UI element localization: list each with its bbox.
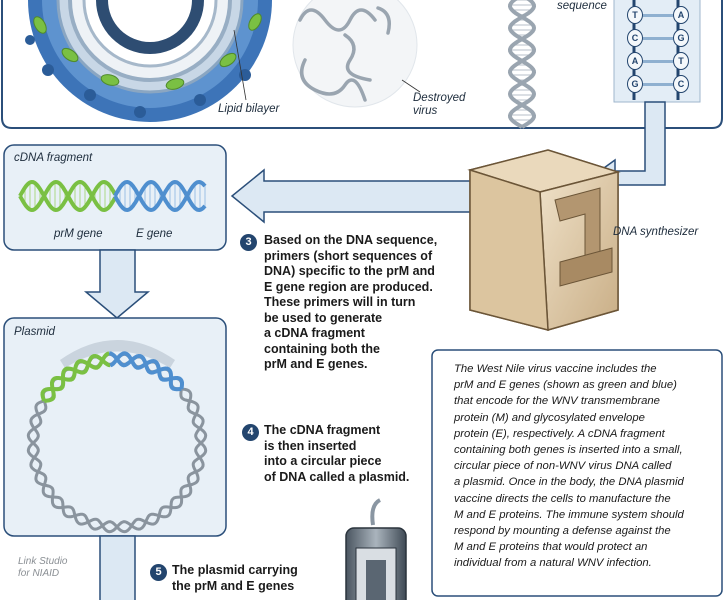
dna-synthesizer-label: DNA synthesizer [613,226,699,238]
cdna-helix [18,179,207,213]
destroyed-virus [292,0,418,108]
prm-gene-segment [18,179,117,213]
e-gene-segment [113,179,207,213]
plasmid-e-insert [109,351,184,390]
dna-synthesizer [467,149,621,331]
viral-rna-helix [507,0,537,129]
step-4-badge: 4 [242,424,259,441]
cdna-fragment-label: cDNA fragment [14,152,93,164]
sequence-base-left: A [627,52,643,70]
cdna-to-plasmid-arrow [83,249,151,319]
helix-strand [18,179,117,213]
vaccine-description: The West Nile virus vaccine includes the… [454,363,684,570]
virus-particle [25,0,272,122]
lipid-bilayer-leader [233,29,247,101]
step-3-text: Based on the DNA sequence, primers (shor… [264,233,438,371]
sequence-base-right: C [673,75,689,93]
sequence-base-right: G [673,29,689,47]
helix-strand [113,179,207,213]
e-gene-label: E gene [136,228,173,240]
helix-strand [113,179,207,213]
sequence-base-left: C [627,29,643,47]
step-4-text: The cDNA fragment is then inserted into … [264,423,410,484]
sequence-bond [643,37,673,40]
step-5-text: The plasmid carrying the prM and E genes [172,563,298,593]
prm-gene-label: prM gene [54,228,103,240]
step-3-badge: 3 [240,234,257,251]
plasmid-down-arrow [99,535,136,600]
helix-strand [507,0,537,129]
synth-to-cdna-arrow [230,168,479,224]
destroyed-virus-leader [401,79,421,93]
sequence-base-right: A [673,6,689,24]
destroyed-virus-label: Destroyed virus [413,92,466,117]
sequence-base-left: G [627,75,643,93]
plasmid-prm-insert [40,353,111,402]
sequence-base-right: T [673,52,689,70]
step-5-badge: 5 [150,564,167,581]
plasmid-label: Plasmid [14,326,55,338]
lipid-bilayer-label: Lipid bilayer [218,103,280,115]
vaccine-vial [345,498,407,600]
sequence-bond [643,60,673,63]
sequence-label: sequence [557,0,607,12]
sequence-bond [643,14,673,17]
plasmid-ring [26,351,208,534]
credit-label: Link Studio for NIAID [18,556,68,579]
sequence-bond [643,83,673,86]
description-box [431,349,723,597]
sequence-base-left: T [627,6,643,24]
